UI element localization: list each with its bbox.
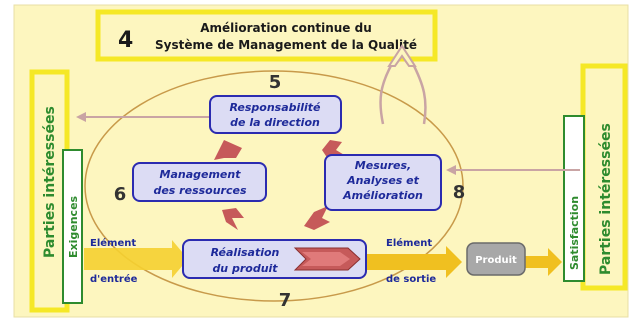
cycle-arrow-to-realisation: [222, 208, 244, 230]
responsibility-number: 5: [269, 72, 282, 93]
realisation-label-line2: du produit: [212, 262, 278, 275]
banner-title-line2: Système de Management de la Qualité: [155, 38, 417, 52]
realisation-chevron-highlight: [302, 252, 350, 266]
resources-label-line1: Management: [160, 168, 242, 181]
input-flow-arrow: [84, 240, 188, 278]
responsibility-label-line2: de la direction: [230, 116, 320, 129]
output-element-label-line2: de sortie: [386, 274, 436, 285]
banner-number: 4: [118, 28, 133, 53]
realisation-number: 7: [279, 290, 292, 311]
measures-label-line3: Amélioration: [342, 189, 423, 202]
product-box: [466, 242, 526, 276]
product-flow-arrow: [525, 248, 562, 276]
right-stakeholders-panel: [580, 63, 628, 291]
output-element-label-line1: Elément: [386, 237, 432, 249]
responsibility-label-line1: Responsabilité: [229, 101, 321, 114]
requirements-label: Exigences: [67, 195, 80, 258]
output-flow-arrow: [366, 246, 462, 278]
input-element-label-line1: Elément: [90, 237, 136, 249]
cycle-arrow-to-resources: [214, 140, 242, 160]
banner-title-line1: Amélioration continue du: [200, 21, 372, 35]
measures-box: [324, 154, 442, 211]
resources-number: 6: [114, 184, 127, 205]
improvement-up-arrow-left: [379, 61, 395, 125]
measures-label-line1: Mesures,: [355, 159, 411, 172]
input-element-label-line2: d'entrée: [90, 273, 138, 285]
satisfaction-box: [563, 115, 585, 282]
product-label: Produit: [475, 255, 517, 266]
responsibility-box: [209, 95, 342, 134]
cycle-arrow-to-measures: [304, 206, 330, 230]
resources-box: [132, 162, 267, 202]
realisation-label-line1: Réalisation: [211, 246, 280, 259]
measures-number: 8: [453, 182, 466, 203]
improvement-up-arrow-right: [410, 61, 427, 125]
process-ellipse: [84, 70, 464, 302]
satisfaction-label: Satisfaction: [568, 196, 581, 270]
left-stakeholders-label: Parties intéressées: [42, 106, 58, 258]
measures-label-line2: Analyses et: [346, 174, 420, 187]
right-stakeholders-label: Parties intéressées: [598, 123, 614, 275]
requirements-box: [62, 149, 83, 304]
resources-label-line2: des ressources: [153, 184, 246, 197]
improvement-banner: [95, 9, 438, 62]
improvement-arrowhead-icon: [387, 44, 417, 67]
